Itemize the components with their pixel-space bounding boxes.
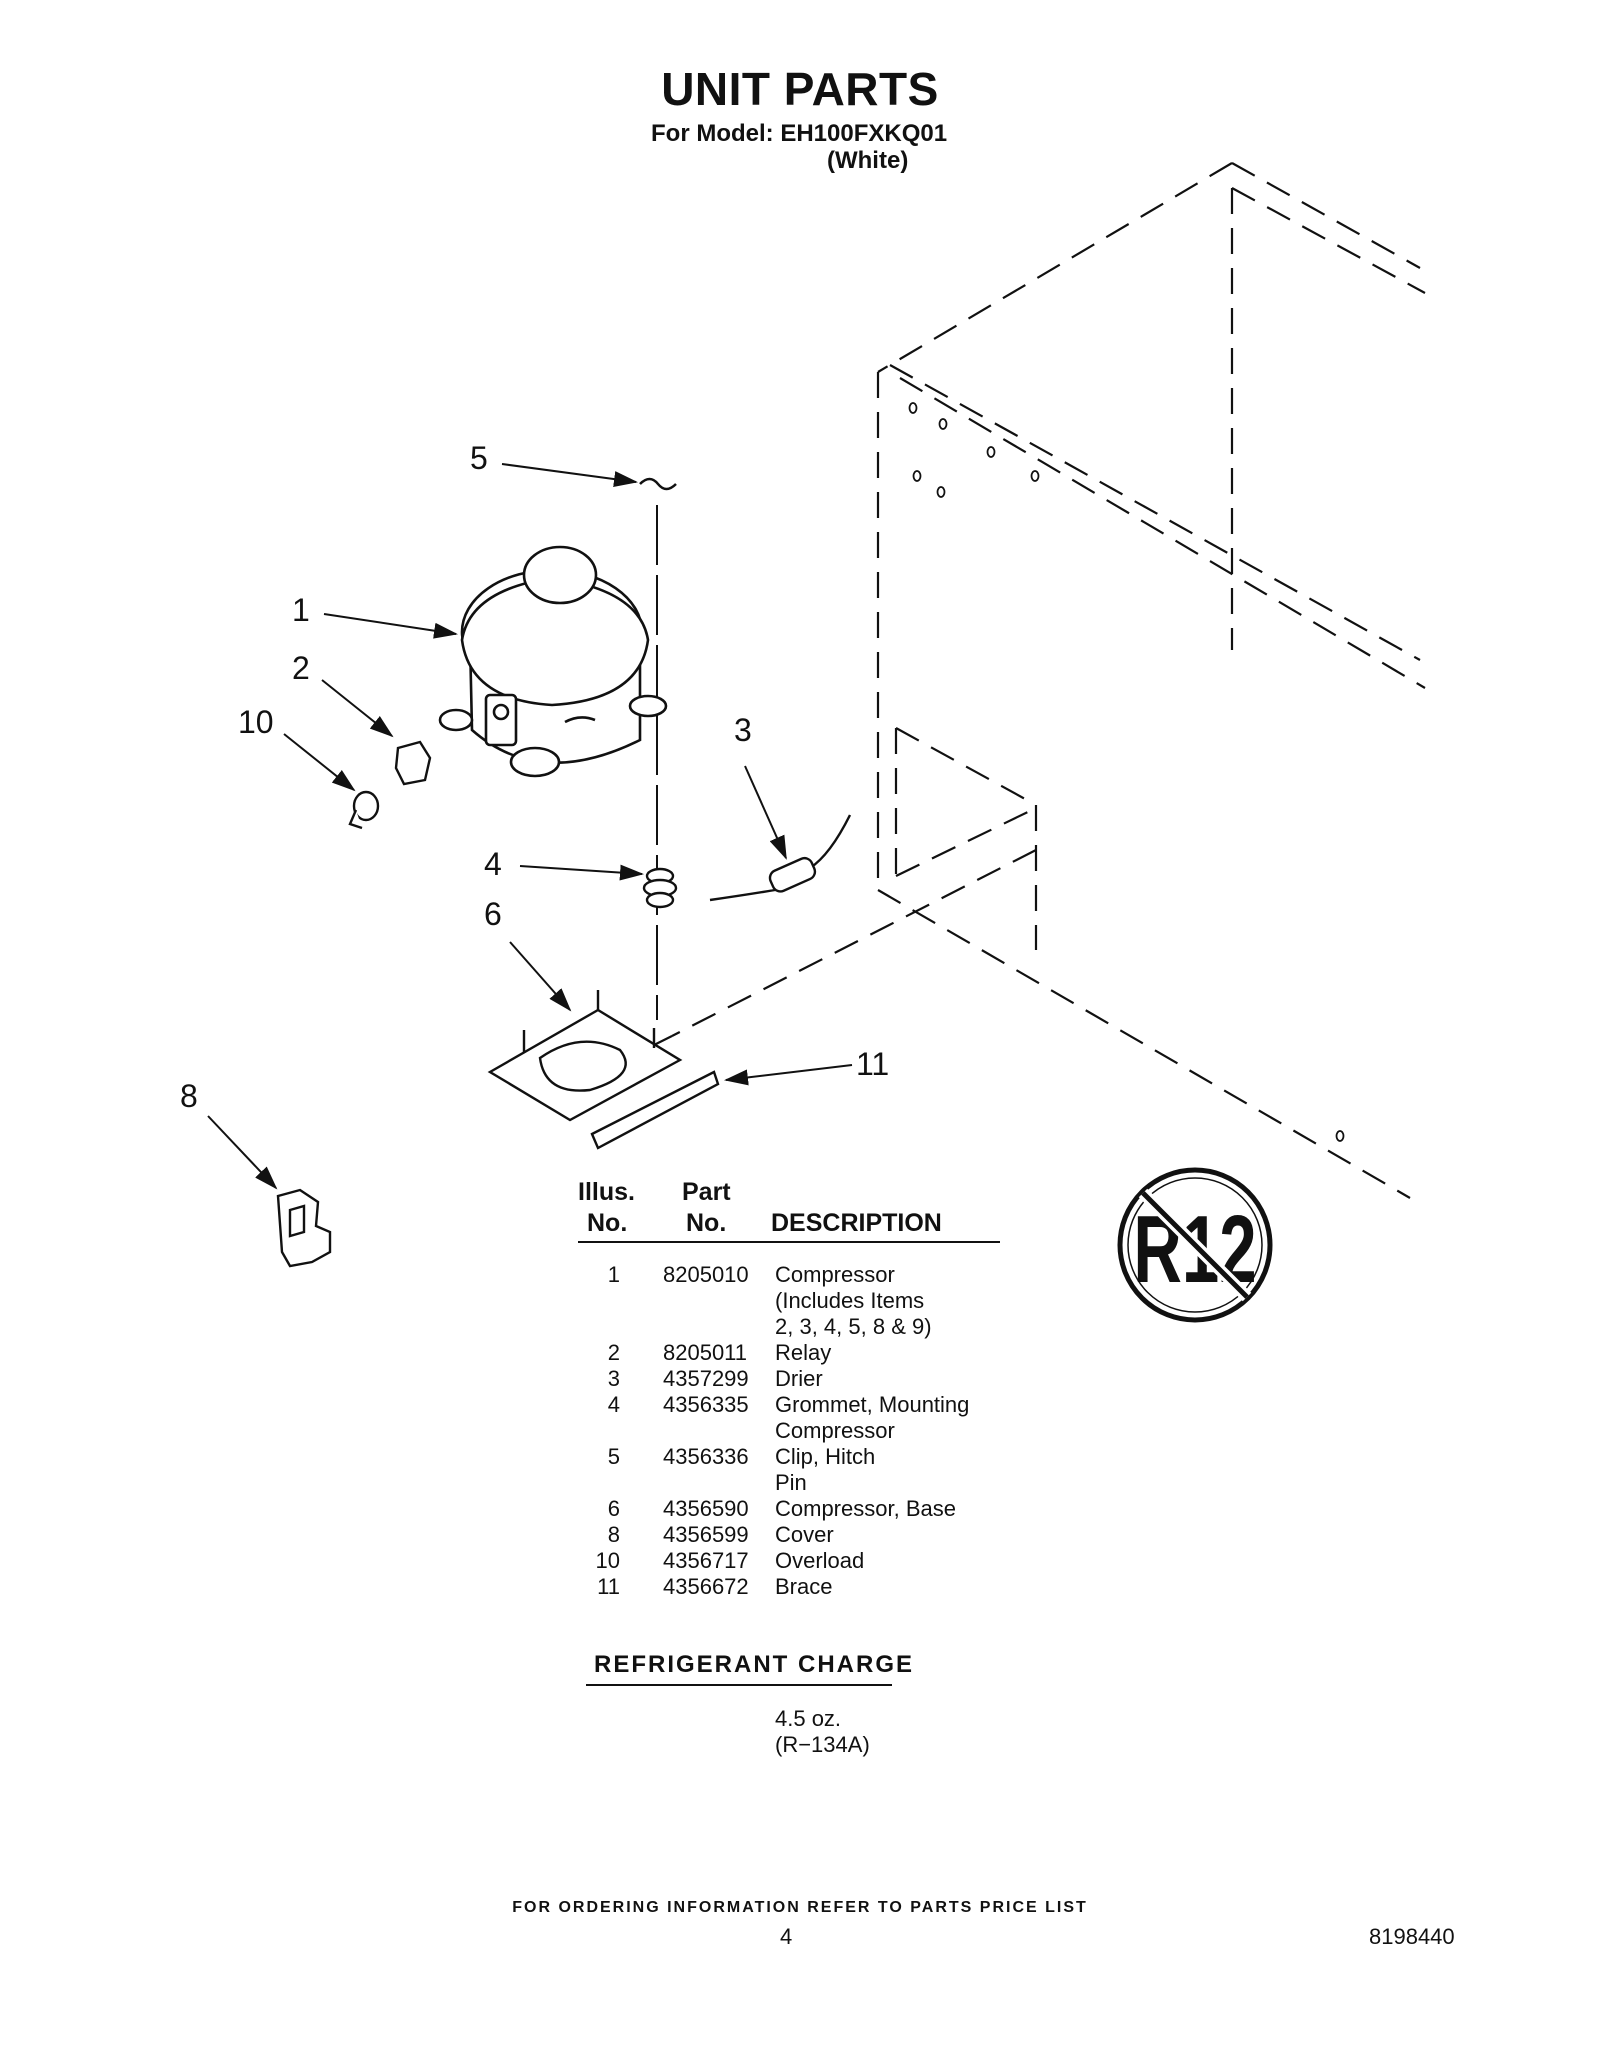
page-number: 4 (780, 1924, 793, 1949)
row-1-desc-2: (Includes Items (775, 1288, 925, 1313)
row-2-desc: Relay (775, 1340, 832, 1365)
drier-drawing (709, 814, 852, 902)
row-6-illus: 6 (607, 1496, 620, 1521)
cover-drawing (276, 1188, 332, 1268)
no-r12-icon: R12 (1117, 1167, 1273, 1323)
callout-10: 10 (238, 704, 274, 740)
row-10-part: 4356717 (663, 1548, 749, 1573)
row-5-illus: 5 (607, 1444, 620, 1469)
row-11-illus: 11 (597, 1574, 620, 1599)
col-header-illus-1: Illus. (578, 1178, 635, 1206)
col-header-part-1: Part (682, 1178, 731, 1206)
callout-3: 3 (734, 712, 752, 748)
row-6-desc: Compressor, Base (775, 1496, 956, 1521)
callout-8: 8 (180, 1078, 198, 1114)
cabinet-holes (908, 402, 1345, 1142)
row-8-desc: Cover (775, 1522, 834, 1547)
row-4-desc-2: Compressor (775, 1418, 895, 1443)
col-header-illus-2: No. (587, 1209, 628, 1237)
page-title: UNIT PARTS (661, 63, 939, 115)
row-10-desc: Overload (775, 1548, 865, 1573)
callout-11: 11 (856, 1046, 890, 1082)
row-6-part: 4356590 (663, 1496, 749, 1521)
row-5-desc-2: Pin (775, 1470, 807, 1495)
grommet-drawing (642, 867, 678, 909)
compressor-drawing (438, 545, 668, 778)
row-1-desc: Compressor (775, 1262, 895, 1287)
row-11-desc: Brace (775, 1574, 833, 1599)
cabinet-outline (639, 162, 1426, 1199)
row-8-illus: 8 (607, 1522, 620, 1547)
row-1-illus: 1 (607, 1262, 620, 1287)
col-header-description: DESCRIPTION (771, 1209, 942, 1237)
row-4-part: 4356335 (663, 1392, 749, 1417)
color-line: (White) (827, 147, 909, 174)
hitch-clip-drawing (639, 477, 677, 491)
row-3-desc: Drier (775, 1366, 823, 1391)
overload-drawing (348, 790, 380, 830)
table-header-rule (578, 1241, 1000, 1243)
row-3-part: 4357299 (663, 1366, 749, 1391)
compressor-base-drawing (487, 990, 683, 1122)
row-2-illus: 2 (607, 1340, 620, 1365)
row-8-part: 4356599 (663, 1522, 749, 1547)
row-5-desc: Clip, Hitch (775, 1444, 876, 1469)
callout-5: 5 (470, 440, 488, 476)
row-10-illus: 10 (595, 1548, 620, 1573)
row-4-desc: Grommet, Mounting (775, 1392, 970, 1417)
callout-6: 6 (484, 896, 502, 932)
callout-4: 4 (484, 846, 502, 882)
callout-1: 1 (292, 592, 310, 628)
row-5-part: 4356336 (663, 1444, 749, 1469)
refrigerant-rule (586, 1684, 892, 1686)
row-1-part: 8205010 (663, 1262, 749, 1287)
row-2-part: 8205011 (663, 1340, 748, 1365)
refrigerant-amount: 4.5 oz. (775, 1706, 842, 1731)
row-1-desc-3: 2, 3, 4, 5, 8 & 9) (775, 1314, 932, 1339)
brace-drawing (590, 1070, 720, 1150)
relay-drawing (394, 740, 432, 786)
model-line: For Model: EH100FXKQ01 (651, 120, 948, 147)
refrigerant-heading: REFRIGERANT CHARGE (594, 1651, 915, 1678)
col-header-part-2: No. (686, 1209, 727, 1237)
document-number: 8198440 (1369, 1924, 1455, 1949)
row-4-illus: 4 (607, 1392, 620, 1417)
row-3-illus: 3 (607, 1366, 620, 1391)
ordering-note: FOR ORDERING INFORMATION REFER TO PARTS … (512, 1899, 1088, 1916)
callout-arrows (207, 463, 853, 1190)
refrigerant-type: (R−134A) (775, 1732, 870, 1757)
row-11-part: 4356672 (663, 1574, 749, 1599)
callout-2: 2 (292, 650, 310, 686)
